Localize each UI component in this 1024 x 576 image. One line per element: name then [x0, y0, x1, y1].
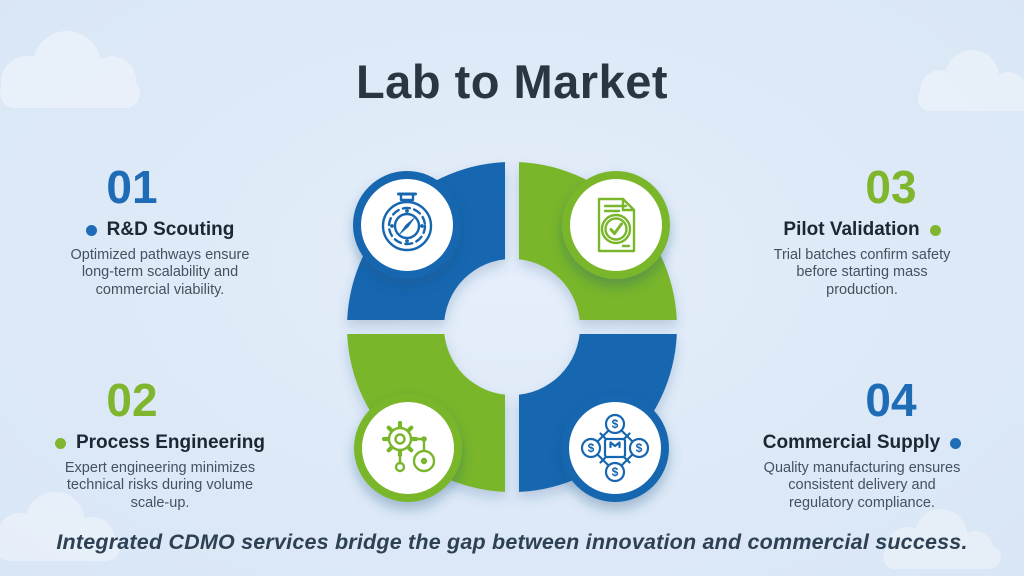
step-label-row: Process Engineering: [34, 432, 286, 454]
badge-commercial-supply: $ $ $ $: [561, 394, 669, 502]
dollar-glyph: $: [612, 417, 619, 431]
section-rd-scouting: 01 R&D Scouting Optimized pathways ensur…: [34, 164, 286, 299]
step-label: R&D Scouting: [106, 219, 235, 240]
cloud-decoration: [0, 492, 120, 561]
footer-caption: Integrated CDMO services bridge the gap …: [56, 530, 968, 554]
step-label-row: R&D Scouting: [34, 219, 286, 241]
document-check-icon: [597, 197, 636, 253]
cloud-decoration: [0, 31, 140, 108]
step-number: 02: [106, 374, 158, 426]
bullet-icon: [85, 224, 97, 236]
cloud-decoration: [883, 509, 1001, 569]
step-description: Optimized pathways ensure long-term scal…: [70, 246, 250, 298]
bullet-icon: [929, 224, 941, 236]
dollar-glyph: $: [636, 441, 643, 455]
step-label: Pilot Validation: [783, 219, 920, 240]
page-title: Lab to Market: [355, 55, 669, 108]
badge-rd-scouting: [353, 171, 461, 279]
step-number: 03: [865, 161, 917, 213]
step-label-row: Pilot Validation: [736, 219, 988, 241]
step-label: Commercial Supply: [762, 432, 941, 453]
badge-pilot-validation: [562, 171, 670, 279]
step-description: Quality manufacturing ensures consistent…: [763, 459, 961, 511]
section-pilot-validation: 03 Pilot Validation Trial batches confir…: [736, 164, 988, 299]
cloud-decoration: [918, 50, 1024, 111]
bullet-icon: [54, 437, 66, 449]
bullet-icon: [950, 437, 962, 449]
section-commercial-supply: 04 Commercial Supply Quality manufacturi…: [736, 377, 988, 512]
step-label-row: Commercial Supply: [736, 432, 988, 454]
step-number: 01: [106, 161, 158, 213]
badge-process-engineering: [354, 394, 462, 502]
process-ring-diagram: $ $ $ $: [347, 162, 677, 502]
dollar-glyph: $: [612, 465, 619, 479]
compass-icon: [381, 192, 433, 252]
section-process-engineering: 02 Process Engineering Expert engineerin…: [34, 377, 286, 512]
money-network-icon: $ $ $ $: [580, 413, 650, 483]
step-number: 04: [865, 374, 917, 426]
dollar-glyph: $: [588, 441, 595, 455]
step-label: Process Engineering: [75, 432, 265, 453]
step-description: Trial batches confirm safety before star…: [773, 246, 951, 298]
gear-network-icon: [381, 420, 436, 473]
step-description: Expert engineering minimizes technical r…: [64, 459, 256, 511]
